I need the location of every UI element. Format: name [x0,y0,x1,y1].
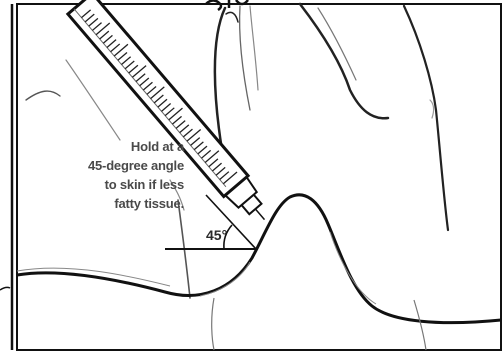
callout-line-4: fatty tissue. [72,194,184,213]
callout-line-3: to skin if less [72,175,184,194]
angle-label: 45° [206,227,227,243]
left-panel-stray-mark [0,287,10,290]
injection-instruction-callout: Hold at a 45-degree angle to skin if les… [72,137,184,213]
callout-line-1: Hold at a [72,137,184,156]
skin-sketch-line [17,232,376,304]
subcutaneous-line [212,298,426,350]
callout-line-2: 45-degree angle [72,156,184,175]
